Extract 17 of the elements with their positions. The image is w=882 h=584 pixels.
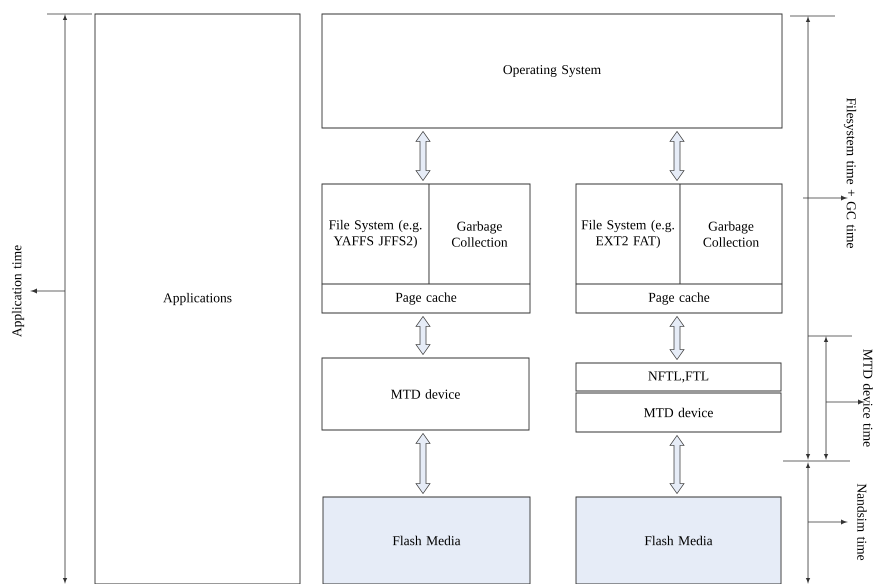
dimension-label: Nandsim time — [857, 484, 867, 560]
media-box: Flash Media — [576, 496, 782, 584]
layer-box: Applications — [94, 14, 300, 584]
layer-box: Garbage Collection — [680, 184, 782, 284]
layer-box: MTD device — [322, 358, 530, 430]
dimension-label: Filesystem time + GC time — [844, 98, 856, 248]
layer-box: File System (e.g. YAFFS JFFS2) — [322, 184, 430, 284]
layer-box: Operating System — [322, 14, 782, 128]
media-box: Flash Media — [322, 496, 530, 584]
layer-box: MTD device — [576, 392, 782, 432]
layer-box: Page cache — [576, 284, 782, 314]
dimension-label: Application time — [12, 245, 24, 337]
layer-box: NFTL,FTL — [576, 362, 782, 392]
layer-box: Garbage Collection — [428, 184, 530, 284]
layer-box: File System (e.g. EXT2 FAT) — [576, 184, 680, 284]
dimension-label: MTD device time — [863, 349, 873, 447]
layer-box: Page cache — [322, 284, 530, 314]
